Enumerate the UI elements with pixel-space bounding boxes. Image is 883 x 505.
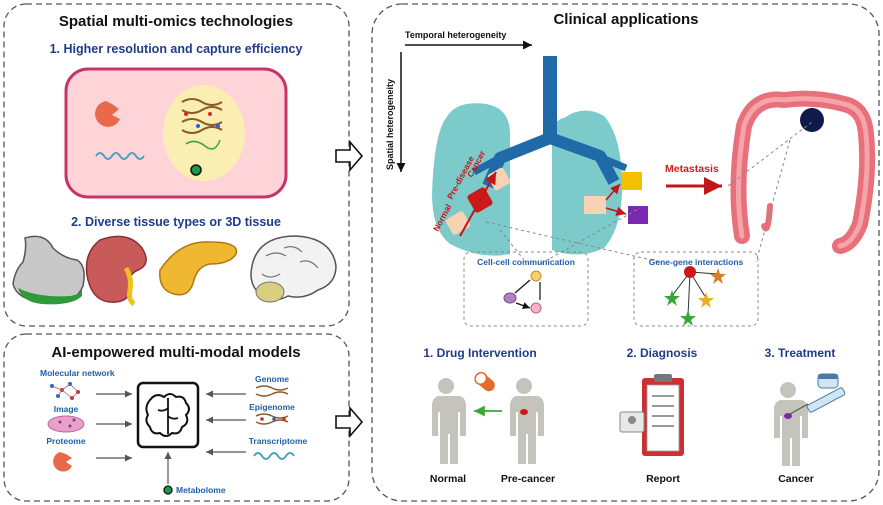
human-figure-cancer xyxy=(774,382,808,466)
step-drug-intervention: 1. Drug Intervention xyxy=(423,346,536,360)
protein-icon xyxy=(53,452,72,472)
human-figure-normal xyxy=(432,378,466,464)
subtitle-tissue: 2. Diverse tissue types or 3D tissue xyxy=(71,215,281,229)
label-normal: Normal xyxy=(430,473,466,485)
label-image: Image xyxy=(54,404,79,414)
lesion-progression xyxy=(445,167,511,237)
label-epigenome: Epigenome xyxy=(249,402,295,412)
right-lung-cells xyxy=(584,172,648,224)
panel-spatial-omics xyxy=(3,3,350,327)
hollow-arrow-top xyxy=(335,139,364,173)
colon-illustration xyxy=(730,90,876,254)
panel-ai-models xyxy=(3,333,350,502)
label-proteome: Proteome xyxy=(46,436,85,446)
pancreas-icon xyxy=(159,241,238,296)
tissue-image-icon xyxy=(47,415,85,433)
label-transcriptome: Transcriptome xyxy=(249,436,308,446)
label-metastasis: Metastasis xyxy=(665,163,719,175)
label-pre-cancer: Pre-cancer xyxy=(501,473,555,485)
metabolite-icon xyxy=(163,485,173,495)
stomach-icon xyxy=(12,235,85,305)
hollow-arrow-bottom xyxy=(335,405,364,439)
human-figure-precancer xyxy=(510,378,544,464)
genome-dna-icon xyxy=(255,385,289,397)
cell-communication-graphic xyxy=(503,270,542,313)
label-molecular-network: Molecular network xyxy=(40,368,115,378)
label-cancer: Cancer xyxy=(778,473,814,485)
subtitle-resolution: 1. Higher resolution and capture efficie… xyxy=(50,42,303,56)
dashed-connectors xyxy=(485,121,813,265)
box-gene-int xyxy=(633,251,759,327)
step-treatment: 3. Treatment xyxy=(765,346,836,360)
label-metabolome: Metabolome xyxy=(176,485,226,495)
box-cell-comm xyxy=(463,251,589,327)
brain-icon xyxy=(250,235,337,303)
label-temporal: Temporal heterogeneity xyxy=(405,30,506,40)
pill-icon xyxy=(474,371,495,392)
label-report: Report xyxy=(646,473,680,485)
cell-illustration xyxy=(64,67,288,199)
label-spatial: Spatial heterogeneity xyxy=(385,79,395,170)
kidney-icon xyxy=(85,235,147,307)
panel-title-ai: AI-empowered multi-modal models xyxy=(51,344,300,361)
gene-network-graphic xyxy=(664,266,726,326)
label-cell-comm: Cell-cell communication xyxy=(477,257,575,267)
rna-wave-icon xyxy=(253,452,295,460)
panel-clinical xyxy=(371,3,880,502)
network-icon xyxy=(50,382,80,400)
label-genome: Genome xyxy=(255,374,289,384)
panel-title-clinical: Clinical applications xyxy=(553,11,698,28)
syringe-icon xyxy=(789,373,846,415)
panel-title-spatial: Spatial multi-omics technologies xyxy=(59,13,293,30)
ai-brain-icon xyxy=(136,381,200,449)
label-gene-int: Gene-gene interactions xyxy=(649,257,744,267)
step-diagnosis: 2. Diagnosis xyxy=(627,346,698,360)
epigenome-dna-icon xyxy=(255,413,289,425)
report-clipboard-icon xyxy=(619,374,684,456)
